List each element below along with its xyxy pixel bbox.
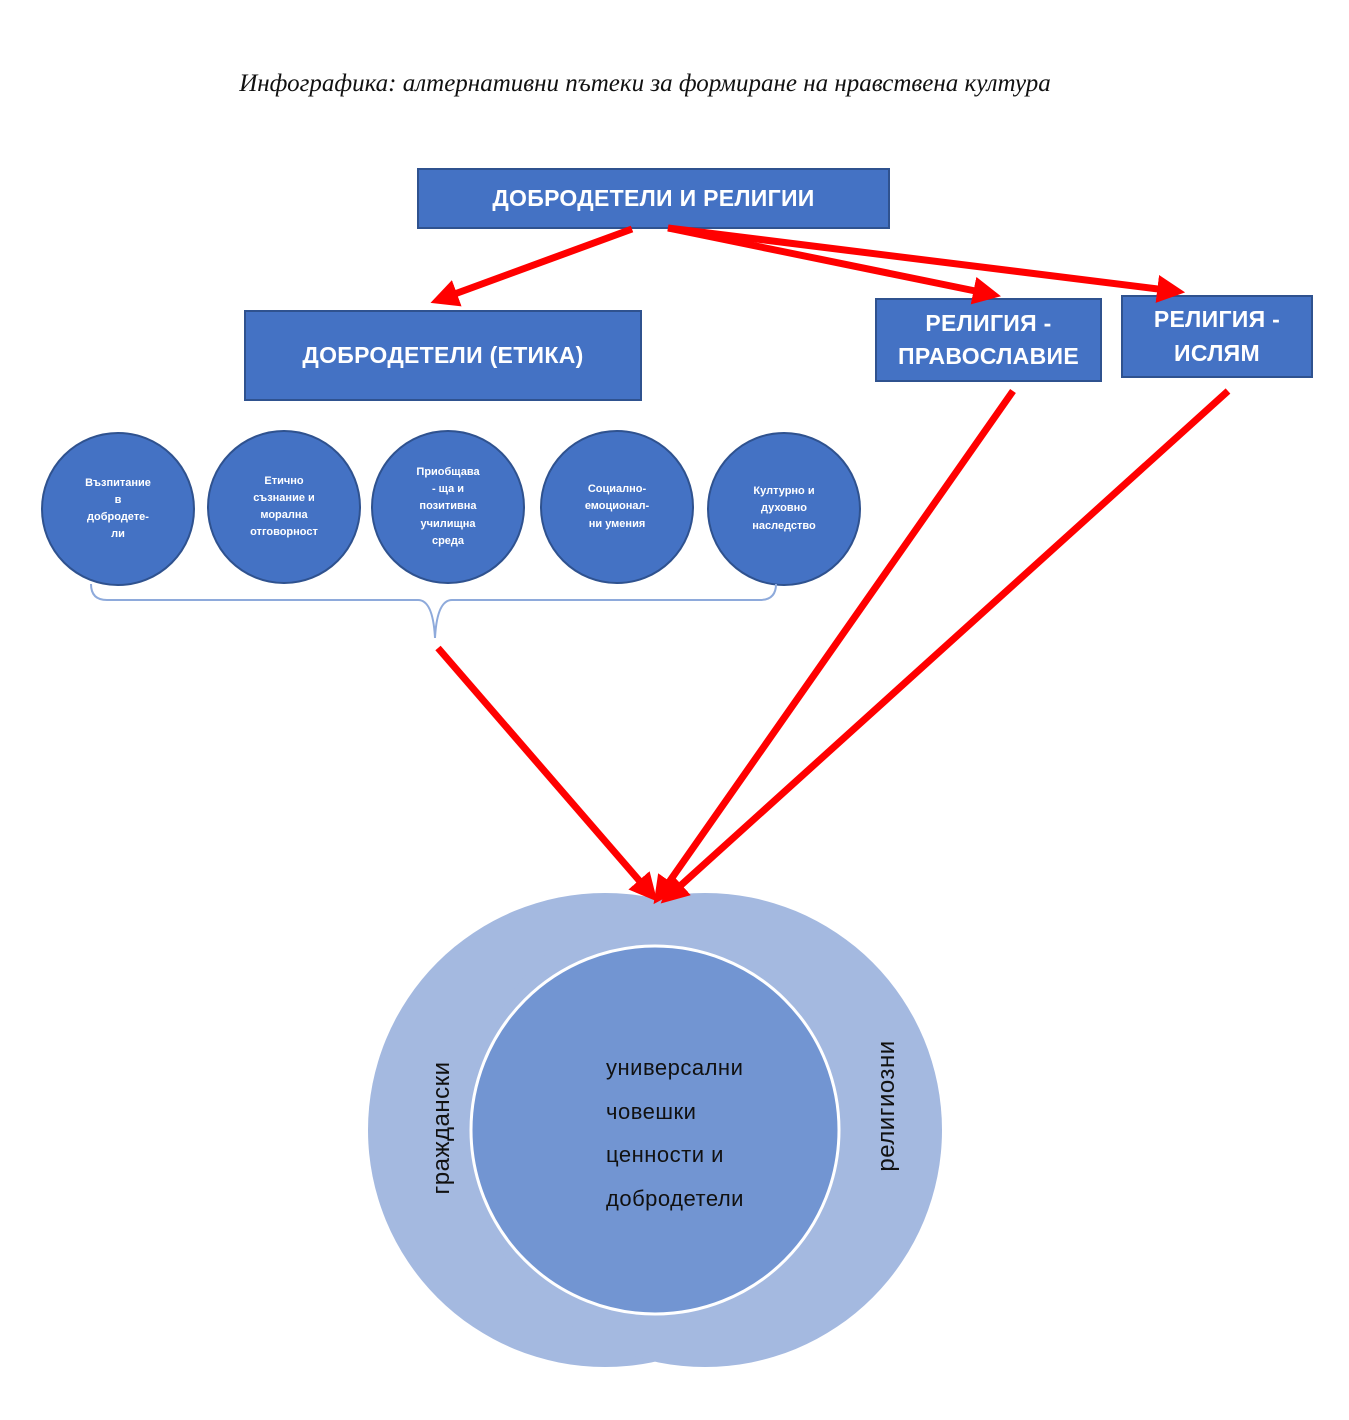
- arrow-to-ethics: [430, 225, 634, 307]
- arrow-to-islam: [667, 224, 1186, 303]
- circle-social-emotional-skills-label: Социално- емоционал- ни умения: [584, 483, 650, 530]
- box-virtues-and-religions: ДОБРОДЕТЕЛИ И РЕЛИГИИ: [417, 168, 890, 229]
- box-religion-islam-line2: ИСЛЯМ: [1174, 339, 1260, 366]
- box-virtues-and-religions-label: ДОБРОДЕТЕЛИ И РЕЛИГИИ: [492, 184, 815, 211]
- circle-inclusive-school-environment: Приобщава - ща и позитивна училищна сред…: [371, 430, 525, 584]
- circle-upbringing-in-virtues-label: Възпитание в добродете- ли: [85, 476, 151, 541]
- box-virtues-ethics-label: ДОБРОДЕТЕЛИ (ЕТИКА): [302, 341, 584, 368]
- circle-ethical-awareness: Етично съзнание и морална отговорност: [207, 430, 361, 584]
- circle-cultural-spiritual-heritage: Културно и духовно наследство: [707, 432, 861, 586]
- arrow-ethics-to-venn: [435, 645, 658, 902]
- curly-brace: [90, 583, 777, 639]
- circle-upbringing-in-virtues: Възпитание в добродете- ли: [41, 432, 195, 586]
- circle-ethical-awareness-label: Етично съзнание и морална отговорност: [250, 474, 318, 539]
- circle-inclusive-school-environment-label: Приобщава - ща и позитивна училищна сред…: [416, 466, 480, 547]
- circle-cultural-spiritual-heritage-label: Културно и духовно наследство: [752, 485, 816, 532]
- venn-label-universal: универсални човешки ценности и добродете…: [606, 1055, 744, 1211]
- venn-label-civic: граждански: [428, 1061, 455, 1195]
- arrow-orthodoxy-to-venn: [653, 388, 1016, 905]
- arrow-islam-to-venn: [660, 388, 1231, 904]
- infographic-title: Инфографика: алтернативни пътеки за форм…: [239, 70, 1051, 97]
- box-religion-orthodoxy-line1: РЕЛИГИЯ -: [925, 309, 1052, 336]
- circle-social-emotional-skills: Социално- емоционал- ни умения: [540, 430, 694, 584]
- box-religion-orthodoxy: РЕЛИГИЯ - ПРАВОСЛАВИЕ: [875, 298, 1102, 382]
- box-virtues-ethics: ДОБРОДЕТЕЛИ (ЕТИКА): [244, 310, 642, 401]
- venn-label-religious: религиозни: [873, 1040, 900, 1172]
- box-religion-islam-line1: РЕЛИГИЯ -: [1153, 306, 1281, 333]
- venn-circle-universal: [469, 944, 841, 1316]
- box-religion-orthodoxy-line2: ПРАВОСЛАВИЕ: [898, 343, 1079, 369]
- arrow-to-orthodoxy: [667, 224, 1001, 305]
- box-religion-islam: РЕЛИГИЯ - ИСЛЯМ: [1121, 295, 1313, 378]
